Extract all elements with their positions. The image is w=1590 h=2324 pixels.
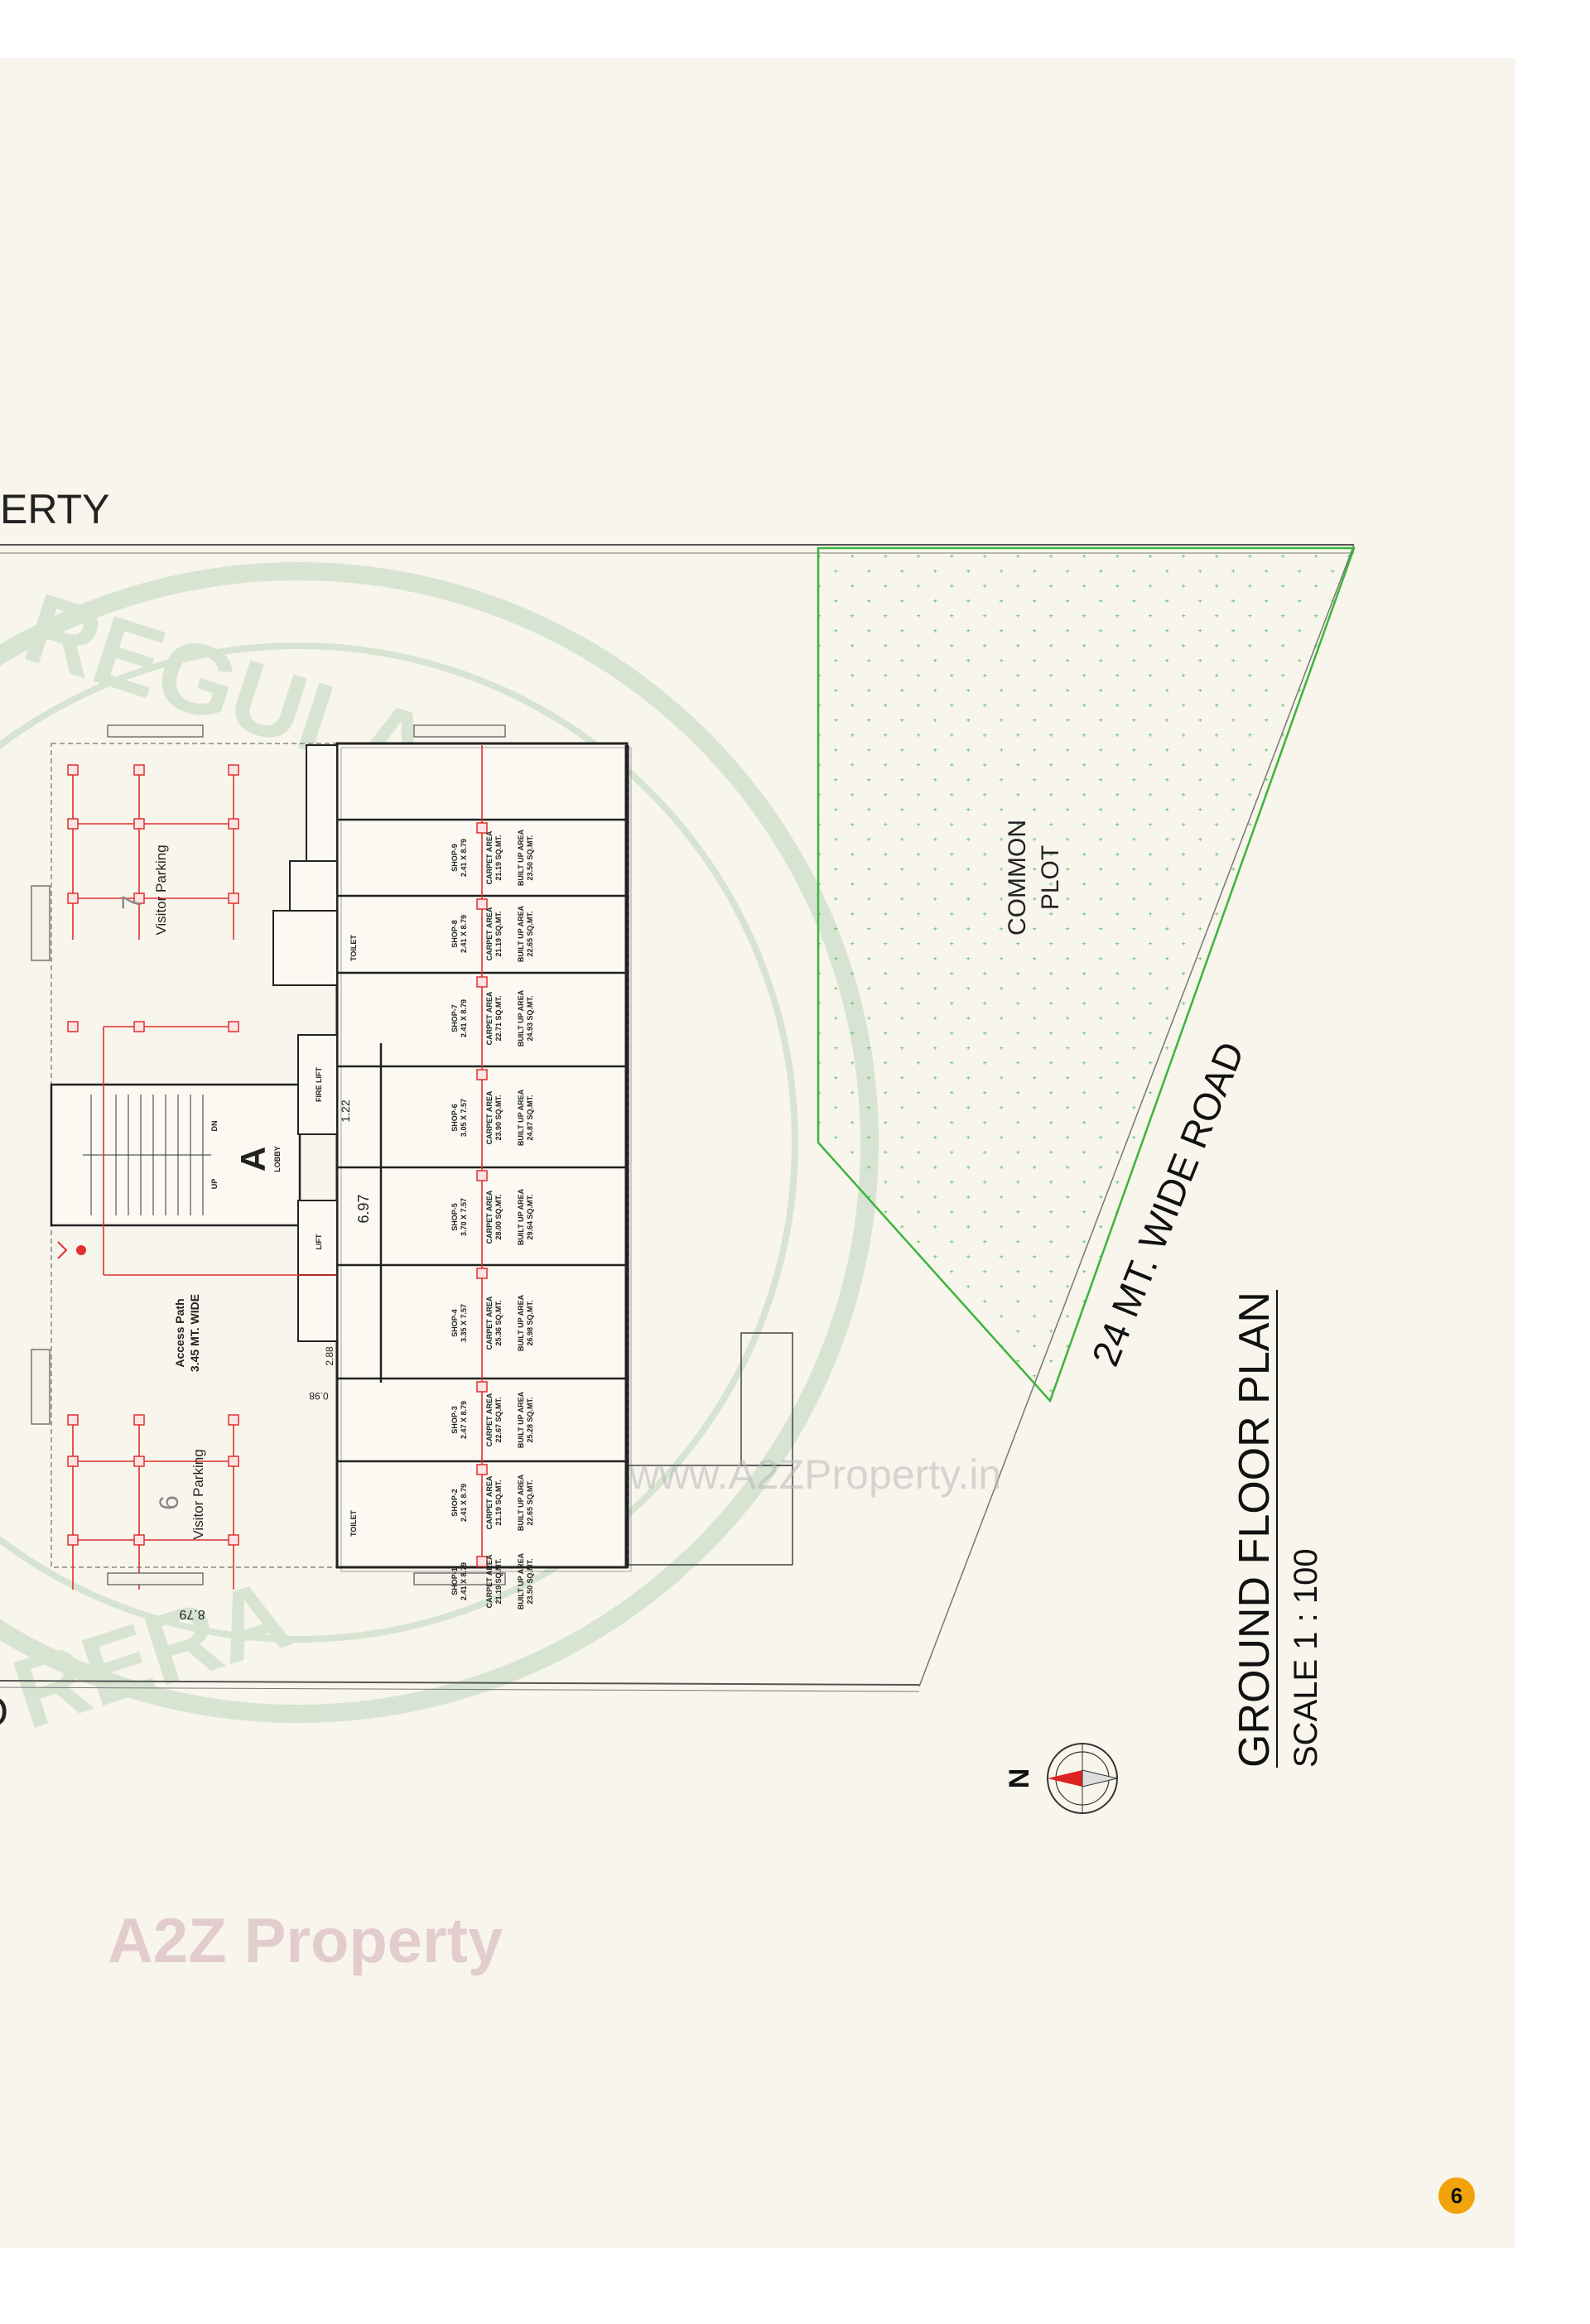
shop-8-builtup: BUILT UP AREA xyxy=(517,905,525,962)
common-plot-line-1: COMMON xyxy=(1004,820,1031,936)
property-label-bottom: OTH xyxy=(0,1688,8,1735)
shop-1: SHOP-1 2.41 X 8.79 CARPET AREA 21.19 SQ.… xyxy=(450,1552,534,1609)
shop-1-carpet-val: 21.19 SQ.MT. xyxy=(494,1558,503,1604)
dimension-2-88: 2.88 xyxy=(324,1346,335,1366)
shop-4-builtup: BUILT UP AREA xyxy=(517,1294,525,1351)
dimension-0-98: 0.98 xyxy=(309,1390,329,1402)
fire-extinguisher-icon xyxy=(57,1241,86,1259)
shop-9-size: 2.41 X 8.79 xyxy=(460,839,468,877)
shop-4-builtup-val: 26.98 SQ.MT. xyxy=(526,1300,534,1345)
shop-7-name: SHOP-7 xyxy=(450,1004,459,1032)
dn-label: DN xyxy=(210,1121,219,1132)
dimension-6-97: 6.97 xyxy=(355,1194,372,1223)
shop-4-name: SHOP-4 xyxy=(450,1309,459,1337)
shop-5-carpet: CARPET AREA xyxy=(485,1190,494,1244)
shop-1-carpet: CARPET AREA xyxy=(485,1554,494,1608)
plan-title: GROUND FLOOR PLAN xyxy=(1231,1292,1279,1768)
lobby-label: LOBBY xyxy=(273,1146,282,1172)
shop-3-name: SHOP-3 xyxy=(450,1406,459,1434)
shop-7-carpet: CARPET AREA xyxy=(485,991,494,1045)
shop-9-carpet: CARPET AREA xyxy=(485,830,494,884)
property-label-top: ERTY xyxy=(0,486,109,532)
up-label: UP xyxy=(210,1179,219,1190)
shop-9: SHOP-9 2.41 X 8.79 CARPET AREA 21.19 SQ.… xyxy=(450,829,534,886)
shop-7-carpet-val: 22.71 SQ.MT. xyxy=(494,995,503,1041)
shop-3-builtup: BUILT UP AREA xyxy=(517,1391,525,1448)
dimension-1-22: 1.22 xyxy=(339,1099,352,1122)
shop-2: SHOP-2 2.41 X 8.79 CARPET AREA 21.19 SQ.… xyxy=(450,1474,534,1531)
north-label: N xyxy=(1004,1768,1035,1789)
fire-lift-label: FIRE LIFT xyxy=(315,1067,323,1102)
lift-label: LIFT xyxy=(315,1234,323,1249)
shop-7: SHOP-7 2.41 X 8.79 CARPET AREA 22.71 SQ.… xyxy=(450,989,534,1047)
page-number-badge: 6 xyxy=(1438,2177,1475,2214)
shop-2-name: SHOP-2 xyxy=(450,1489,459,1517)
shop-5-builtup: BUILT UP AREA xyxy=(517,1188,525,1245)
shop-9-carpet-val: 21.19 SQ.MT. xyxy=(494,835,503,880)
access-path-line-1: Access Path xyxy=(173,1298,186,1367)
access-path-line-2: 3.45 MT. WIDE xyxy=(188,1294,201,1372)
shop-2-carpet-val: 21.19 SQ.MT. xyxy=(494,1480,503,1525)
shop-8: SHOP-8 2.41 X 8.79 CARPET AREA 21.19 SQ.… xyxy=(450,905,534,962)
block-label: A xyxy=(234,1147,272,1172)
shop-2-size: 2.41 X 8.79 xyxy=(460,1484,468,1522)
shop-5-carpet-val: 28.00 SQ.MT. xyxy=(494,1194,503,1239)
shop-8-name: SHOP-8 xyxy=(450,920,459,948)
dimension-8-79: 8.79 xyxy=(179,1607,205,1621)
shop-6-carpet: CARPET AREA xyxy=(485,1090,494,1144)
shop-6-name: SHOP-6 xyxy=(450,1104,459,1132)
shop-5-size: 3.70 X 7.57 xyxy=(460,1198,468,1236)
shop-4-carpet: CARPET AREA xyxy=(485,1296,494,1350)
shop-4-carpet-val: 25.36 SQ.MT. xyxy=(494,1300,503,1345)
visitor-parking-6-label: Visitor Parking xyxy=(190,1449,206,1539)
visitor-parking-7-label: Visitor Parking xyxy=(153,844,169,935)
seal-text-bottom: RERA xyxy=(1,1558,303,1751)
shop-9-builtup-val: 23.50 SQ.MT. xyxy=(526,835,534,880)
shop-5-name: SHOP-5 xyxy=(450,1203,459,1231)
common-plot-line-2: PLOT xyxy=(1037,845,1064,910)
toilet-label-1: TOILET xyxy=(349,935,358,961)
north-arrow-icon: N xyxy=(1004,1743,1118,1814)
building-block-a xyxy=(31,724,632,1590)
shop-6-carpet-val: 23.90 SQ.MT. xyxy=(494,1095,503,1140)
shop-3-carpet: CARPET AREA xyxy=(485,1393,494,1446)
shop-3: SHOP-3 2.47 X 8.79 CARPET AREA 22.67 SQ.… xyxy=(450,1391,534,1448)
shop-1-name: SHOP-1 xyxy=(450,1567,459,1595)
shop-9-builtup: BUILT UP AREA xyxy=(517,829,525,886)
page-sheet: ⁺ ⁺ REGULA RERA ERTY OTH COMMON PLOT xyxy=(0,58,1515,2248)
shop-8-builtup-val: 22.65 SQ.MT. xyxy=(526,911,534,956)
shop-4-size: 3.35 X 7.57 xyxy=(460,1304,468,1342)
shop-3-builtup-val: 25.28 SQ.MT. xyxy=(526,1397,534,1442)
visitor-parking-6-number: 6 xyxy=(154,1495,184,1510)
shop-5: SHOP-5 3.70 X 7.57 CARPET AREA 28.00 SQ.… xyxy=(450,1188,534,1245)
shop-1-builtup-val: 23.50 SQ.MT. xyxy=(526,1558,534,1604)
common-plot-area: COMMON PLOT xyxy=(817,546,1356,1403)
shop-8-carpet: CARPET AREA xyxy=(485,907,494,960)
shop-6-builtup: BUILT UP AREA xyxy=(517,1089,525,1146)
shop-8-size: 2.41 X 8.79 xyxy=(460,915,468,953)
shop-5-builtup-val: 29.64 SQ.MT. xyxy=(526,1194,534,1239)
plan-scale: SCALE 1 : 100 xyxy=(1288,1548,1324,1768)
shop-3-size: 2.47 X 8.79 xyxy=(460,1401,468,1439)
shop-6-builtup-val: 24.87 SQ.MT. xyxy=(526,1095,534,1140)
shop-6-size: 3.05 X 7.57 xyxy=(460,1099,468,1137)
shop-8-carpet-val: 21.19 SQ.MT. xyxy=(494,911,503,956)
shop-6: SHOP-6 3.05 X 7.57 CARPET AREA 23.90 SQ.… xyxy=(450,1089,534,1146)
shop-1-builtup: BUILT UP AREA xyxy=(517,1552,525,1609)
shop-9-name: SHOP-9 xyxy=(450,844,459,872)
shop-2-carpet: CARPET AREA xyxy=(485,1475,494,1529)
shop-2-builtup: BUILT UP AREA xyxy=(517,1474,525,1531)
shop-1-size: 2.41 X 8.79 xyxy=(460,1562,468,1600)
brand-watermark: A2Z Property xyxy=(108,1906,503,1976)
shop-7-builtup: BUILT UP AREA xyxy=(517,989,525,1047)
shop-7-size: 2.41 X 8.79 xyxy=(460,999,468,1037)
website-watermark: www.A2ZProperty.in xyxy=(629,1451,1001,1498)
floor-plan-drawing: ⁺ ⁺ REGULA RERA ERTY OTH COMMON PLOT xyxy=(0,486,1356,1976)
shop-3-carpet-val: 22.67 SQ.MT. xyxy=(494,1397,503,1442)
toilet-label-2: TOILET xyxy=(349,1510,358,1537)
visitor-parking-7-number: 7 xyxy=(117,895,147,910)
shop-2-builtup-val: 22.65 SQ.MT. xyxy=(526,1480,534,1525)
shop-7-builtup-val: 24.93 SQ.MT. xyxy=(526,995,534,1041)
shop-4: SHOP-4 3.35 X 7.57 CARPET AREA 25.36 SQ.… xyxy=(450,1294,534,1351)
